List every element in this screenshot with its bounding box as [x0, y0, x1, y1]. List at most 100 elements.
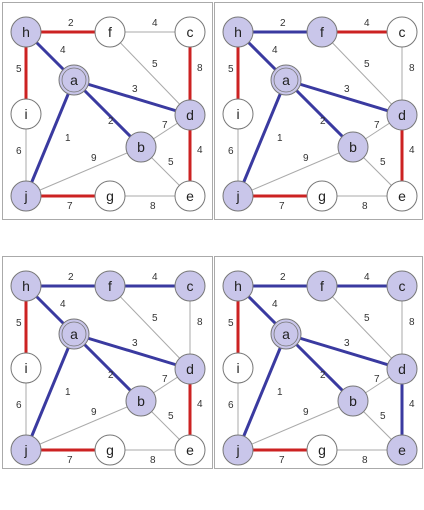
edge-weight-f-c: 4	[364, 272, 370, 283]
edge-weight-i-j: 6	[228, 146, 234, 157]
edge-weight-b-e: 5	[168, 157, 174, 168]
edge-weight-j-g: 7	[279, 455, 285, 466]
edge-weight-b-d: 7	[162, 120, 168, 131]
node-label-a: a	[282, 326, 290, 342]
node-label-a: a	[70, 326, 78, 342]
node-b-selected	[337, 131, 369, 163]
edge-weight-h-i: 5	[16, 318, 22, 329]
edge-weight-h-i: 5	[228, 318, 234, 329]
edge-a-d-tree	[285, 332, 403, 371]
node-g	[306, 434, 338, 466]
edge-b-j-plain	[237, 146, 354, 197]
edge-weight-a-b: 2	[320, 370, 326, 381]
edge-weight-i-j: 6	[228, 400, 234, 411]
node-label-g: g	[106, 442, 114, 458]
node-label-e: e	[398, 442, 406, 458]
node-label-i: i	[236, 360, 239, 376]
node-label-c: c	[399, 24, 406, 40]
node-h-selected	[222, 270, 254, 302]
node-label-d: d	[186, 107, 194, 123]
node-label-h: h	[22, 278, 30, 294]
node-h-selected	[222, 16, 254, 48]
edge-weight-a-b: 2	[108, 116, 114, 127]
edge-weight-g-e: 8	[150, 455, 156, 466]
edge-weight-f-d: 5	[152, 59, 158, 70]
edge-weight-a-d: 3	[132, 84, 138, 95]
edge-a-d-tree	[73, 78, 191, 117]
edge-a-j-tree	[24, 333, 76, 451]
node-b-selected	[125, 131, 157, 163]
node-g	[94, 180, 126, 212]
node-label-g: g	[318, 188, 326, 204]
edge-a-j-tree	[236, 79, 288, 197]
node-d-selected	[174, 353, 206, 385]
edge-weight-a-j: 1	[277, 133, 283, 144]
edge-weight-i-j: 6	[16, 400, 22, 411]
edge-weight-g-e: 8	[362, 201, 368, 212]
node-g	[94, 434, 126, 466]
node-i	[222, 352, 254, 384]
node-label-f: f	[108, 24, 112, 40]
node-a-selected	[58, 318, 90, 350]
node-label-d: d	[398, 361, 406, 377]
edge-weight-a-b: 2	[108, 370, 114, 381]
node-d-selected	[174, 99, 206, 131]
edge-weight-f-d: 5	[152, 313, 158, 324]
node-c-selected	[174, 270, 206, 302]
edge-b-j-plain	[237, 400, 354, 451]
edge-weight-j-g: 7	[67, 201, 73, 212]
node-i	[10, 98, 42, 130]
edge-f-d-plain	[321, 285, 403, 370]
edge-weight-b-j: 9	[303, 407, 309, 418]
edge-weight-h-a: 4	[60, 299, 66, 310]
node-label-i: i	[24, 106, 27, 122]
node-e-selected	[386, 434, 418, 466]
node-c	[386, 16, 418, 48]
node-label-j: j	[23, 188, 27, 204]
node-label-e: e	[186, 442, 194, 458]
node-label-j: j	[235, 442, 239, 458]
node-label-c: c	[187, 278, 194, 294]
node-label-i: i	[24, 360, 27, 376]
node-label-e: e	[398, 188, 406, 204]
node-label-f: f	[108, 278, 112, 294]
edge-weight-f-d: 5	[364, 59, 370, 70]
node-j-selected	[10, 434, 42, 466]
node-a-root-ring	[61, 67, 87, 93]
edge-weight-a-d: 3	[344, 84, 350, 95]
node-e	[174, 180, 206, 212]
edge-weight-d-e: 4	[197, 145, 203, 156]
node-label-a: a	[282, 72, 290, 88]
node-d-selected	[386, 353, 418, 385]
panel-frame	[214, 256, 423, 469]
node-c	[174, 16, 206, 48]
node-a-selected	[270, 318, 302, 350]
node-h-selected	[10, 16, 42, 48]
node-label-j: j	[23, 442, 27, 458]
edge-weight-f-c: 4	[152, 272, 158, 283]
node-label-b: b	[137, 139, 145, 155]
edge-weight-b-e: 5	[380, 157, 386, 168]
node-label-h: h	[234, 278, 242, 294]
edge-weight-b-e: 5	[380, 411, 386, 422]
node-b-selected	[125, 385, 157, 417]
node-label-b: b	[349, 393, 357, 409]
edge-weight-h-a: 4	[272, 45, 278, 56]
node-g	[306, 180, 338, 212]
edge-weight-a-d: 3	[344, 338, 350, 349]
edge-weight-a-j: 1	[277, 387, 283, 398]
edge-weight-b-j: 9	[91, 407, 97, 418]
edge-weight-f-d: 5	[364, 313, 370, 324]
edge-f-d-plain	[109, 31, 191, 116]
node-b-selected	[337, 385, 369, 417]
edge-weight-c-d: 8	[409, 317, 415, 328]
edge-b-j-plain	[25, 146, 142, 197]
node-label-c: c	[187, 24, 194, 40]
edge-a-d-tree	[285, 78, 403, 117]
edge-weight-d-e: 4	[197, 399, 203, 410]
edge-weight-h-a: 4	[60, 45, 66, 56]
panel-frame	[2, 2, 213, 220]
